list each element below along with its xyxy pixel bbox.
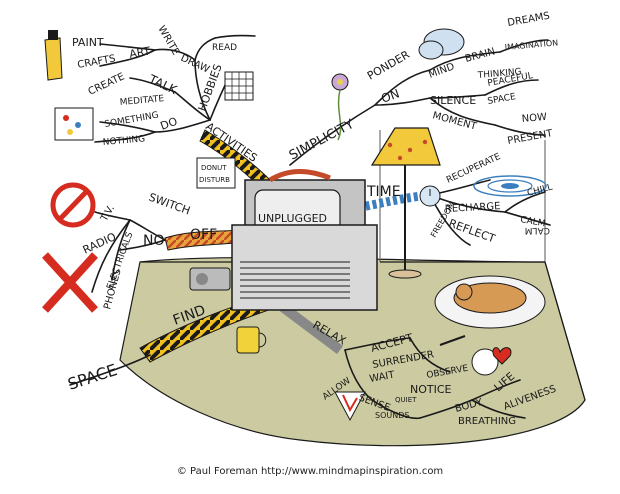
time-swirl: [473, 175, 547, 197]
label-crafts: CRAFTS: [77, 53, 117, 71]
computer-monitor: UNPLUGGED: [231, 169, 378, 311]
label-imagination: IMAGINATION: [504, 38, 558, 52]
ban-sign-icon: [50, 182, 96, 228]
label-reflect: REFLECT: [447, 217, 497, 246]
red-x-icon: [42, 252, 98, 313]
clock-icon: [419, 185, 441, 207]
label-ponder: PONDER: [365, 48, 412, 83]
cat-cushion: [434, 275, 546, 329]
do-not-disturb-sign: DONUT DISTURB: [196, 157, 236, 189]
label-write: WRITE: [155, 24, 181, 57]
label-time: TIME: [366, 184, 401, 200]
label-calm: CALM: [519, 215, 546, 229]
label-do: DO: [159, 115, 180, 133]
label-sounds: SOUNDS: [375, 411, 409, 420]
label-space-on: SPACE: [487, 92, 517, 107]
label-radio: RADIO: [81, 230, 119, 257]
label-read: READ: [212, 43, 237, 53]
label-simplicity: SIMPLICITY: [287, 117, 357, 164]
floor-clock-icon: [334, 391, 366, 422]
label-chill: CHILL: [526, 183, 553, 199]
label-mind: MIND: [427, 61, 456, 81]
label-wait: WAIT: [369, 370, 397, 385]
label-recharge: RECHARGE: [445, 201, 501, 215]
branch-lines: [69, 34, 551, 420]
art-canvas-icon: [54, 107, 94, 141]
sign-donut: DONUT: [201, 164, 227, 172]
paint-tube-icon: [44, 30, 63, 81]
feather-icon: [439, 335, 466, 346]
sign-disturb: DISTURB: [199, 176, 230, 184]
label-quiet: QUIET: [395, 396, 417, 404]
label-no: NO: [143, 233, 165, 249]
label-phones: PHONES: [102, 268, 123, 311]
label-paint: PAINT: [72, 36, 104, 49]
floor-lamp: [370, 127, 441, 279]
label-tv: T.V.: [99, 203, 117, 224]
radio-device: [189, 267, 231, 291]
label-on: ON: [379, 86, 401, 105]
label-recuperate: RECUPERATE: [445, 152, 502, 186]
label-meditate: MEDITATE: [119, 94, 164, 108]
label-brain: BRAIN: [464, 46, 496, 65]
label-switch: SWITCH: [147, 191, 192, 218]
label-thinking: THINKING: [476, 67, 522, 81]
label-create: CREATE: [87, 71, 127, 97]
label-dreams: DREAMS: [507, 11, 551, 29]
flower-icon: [331, 73, 349, 141]
hobbies-grid-icon: [224, 71, 254, 101]
coffee-mug: [236, 326, 267, 354]
center-label: UNPLUGGED: [258, 212, 327, 225]
label-off: OFF: [190, 227, 217, 243]
label-breathing: BREATHING: [458, 416, 516, 427]
heart-face-icon: [471, 347, 512, 376]
label-now: NOW: [521, 112, 547, 125]
label-calm-mirror: CALM: [525, 225, 550, 235]
thought-cloud: [418, 28, 465, 60]
label-space-main: SPACE: [65, 360, 119, 394]
label-silence: SILENCE: [430, 94, 476, 107]
label-art: ART: [128, 44, 151, 61]
credit-line: © Paul Foreman http://www.mindmapinspira…: [176, 466, 444, 477]
label-notice: NOTICE: [410, 383, 452, 396]
label-nothing: NOTHING: [102, 134, 145, 148]
